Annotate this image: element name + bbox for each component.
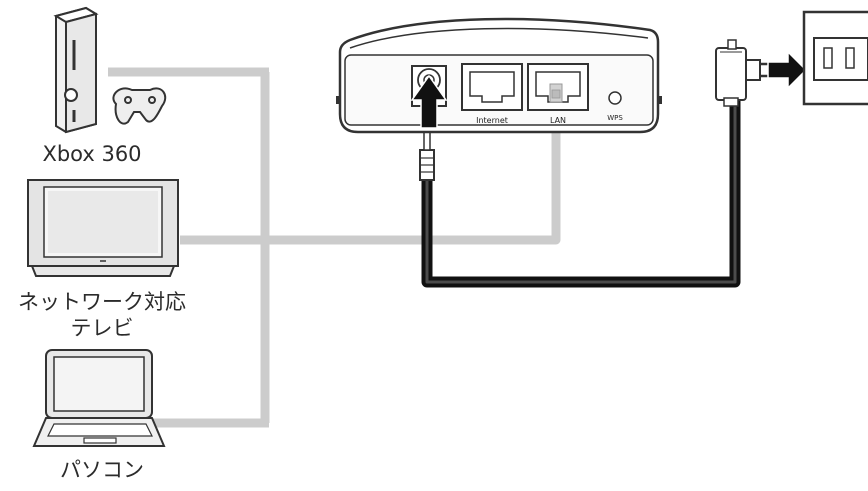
internet-port	[461, 63, 523, 111]
internet-port-label: Internet	[476, 116, 508, 125]
power-cable	[421, 100, 741, 288]
game-console-icon	[53, 6, 99, 134]
tv-label-line2: テレビ	[70, 316, 134, 340]
wall-outlet-icon	[802, 10, 868, 106]
arrow-icon	[767, 50, 808, 90]
lan-port-label: LAN	[550, 116, 566, 125]
lan-port	[527, 63, 589, 111]
game-controller-icon	[112, 87, 167, 125]
tv-ethernet-cable	[180, 108, 561, 245]
power-adapter-icon	[715, 39, 772, 107]
arrow-icon	[410, 74, 448, 129]
router-icon: Internet LAN WPS	[336, 17, 662, 134]
tv-icon	[27, 179, 179, 277]
tv-label-line1: ネットワーク対応	[18, 290, 186, 314]
laptop-icon	[32, 349, 166, 447]
wps-button-label: WPS	[607, 114, 623, 122]
dc-plug	[419, 131, 435, 181]
ethernet-cables	[108, 67, 561, 428]
pc-label: パソコン	[60, 458, 144, 482]
xbox-label: Xbox 360	[42, 142, 142, 166]
wps-button	[608, 91, 622, 105]
